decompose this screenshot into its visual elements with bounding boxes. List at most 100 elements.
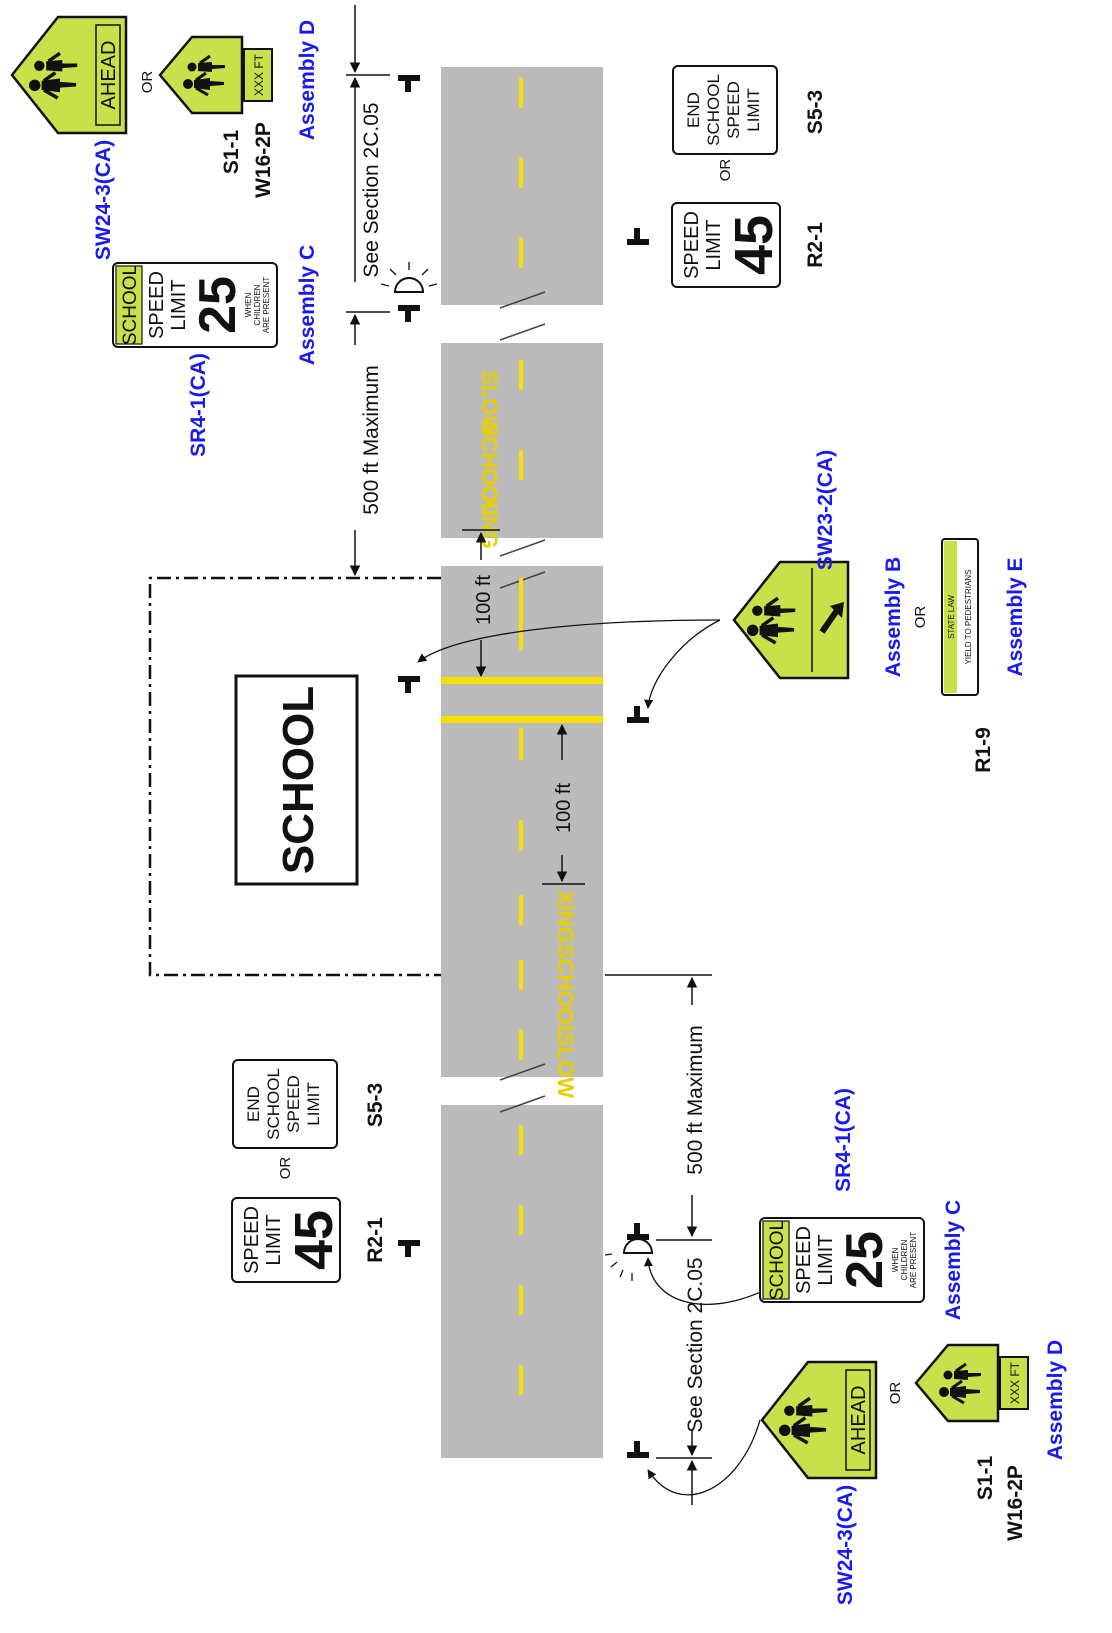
sign-r1-9: STATE LAW YIELD TO PEDESTRIANS [941,538,979,696]
label-sw24-3-upper: SW24-3(CA) [92,140,115,260]
dim-upper-see-section: See Section 2C.05 [360,102,383,277]
pavement-markings-lower: XING SCHOOL SLOW [553,890,578,1098]
label-or-4: OR [277,1157,294,1180]
label-w16-2p-lower: W16-2P [1004,1465,1027,1541]
sr4-1-upper-children: CHILDREN [253,284,262,325]
post-assembly-b-upper [398,676,420,693]
post-assembly-c-upper [398,305,420,322]
post-assembly-d-lower [627,1441,649,1458]
label-assembly-d-lower: Assembly D [1044,1340,1067,1460]
sign-sr4-1-lower: SCHOOL SPEED LIMIT 25 WHEN CHILDREN ARE … [759,1217,925,1303]
sr4-1-upper-are-present: ARE PRESENT [262,277,271,334]
dimension-lines [346,5,712,1505]
label-sw24-3-lower: SW24-3(CA) [834,1485,857,1605]
label-r2-1-lower: R2-1 [364,1217,387,1263]
sign-posts [398,75,649,1458]
s5-3-lower-end: END [244,1086,263,1122]
sign-s5-3-upper: END SCHOOL SPEED LIMIT [672,65,778,155]
label-or-5: OR [887,1382,904,1405]
sign-sr4-1-upper: SCHOOL SPEED LIMIT 25 WHEN CHILDREN ARE … [112,262,278,348]
r1-9-state-law: STATE LAW [947,595,956,639]
post-assembly-b-lower [627,706,649,723]
post-assembly-d-upper [398,75,420,92]
sr4-1-lower-are-present: ARE PRESENT [909,1232,918,1289]
pavement-markings-upper: SLOW SCHOOL XING [477,370,502,549]
sr4-1-lower-25: 25 [836,1231,894,1289]
sr4-1-upper-25: 25 [189,276,247,334]
pavement-word-xing-lower: XING [553,890,578,944]
leader-lines [417,619,766,1496]
sign-s1-1-lower [914,1343,1000,1423]
label-assembly-e: Assembly E [1004,557,1027,676]
label-s1-1-lower: S1-1 [974,1456,997,1501]
label-assembly-c-lower: Assembly C [942,1200,965,1320]
sign-s1-1-upper [158,35,244,115]
school-box-label: SCHOOL [274,686,323,874]
sign-xxx-ft-upper: XXX FT [252,53,266,96]
sr4-1-upper-school: SCHOOL [120,265,141,345]
r1-9-yield: YIELD TO PEDESTRIANS [964,570,973,665]
sr4-1-lower-children: CHILDREN [900,1239,909,1280]
school-box [234,674,359,886]
roadway [441,67,603,1458]
label-s1-1-upper: S1-1 [220,130,243,175]
sr4-1-upper-speed: SPEED [146,271,168,339]
s5-3-upper-speed: SPEED [724,81,743,139]
r2-1-upper-speed: SPEED [681,211,703,279]
crosswalk-line-upper [441,677,603,684]
sr4-1-upper-when: WHEN [244,293,253,318]
r2-1-upper-limit: LIMIT [703,219,725,270]
sign-r2-1-lower: SPEED LIMIT 45 [231,1197,344,1283]
label-s5-3-lower: S5-3 [364,1083,387,1127]
sr4-1-upper-limit: LIMIT [168,279,190,330]
r2-1-lower-limit: LIMIT [263,1214,285,1265]
sign-ahead-text-lower: AHEAD [848,1386,870,1455]
sign-ahead-text-upper: AHEAD [98,41,120,110]
label-sw23-2: SW23-2(CA) [814,450,837,570]
dim-crosswalk-upper: 100 ft [473,575,495,625]
s5-3-upper-school: SCHOOL [704,74,723,146]
label-r1-9: R1-9 [972,727,995,773]
crosswalk-line-lower [441,716,603,723]
sign-xxx-ft-lower: XXX FT [1008,1361,1022,1404]
dim-lower-500ft: 500 ft Maximum [684,1025,707,1174]
label-or-2: OR [717,159,734,182]
r2-1-lower-45: 45 [284,1210,344,1270]
label-sr4-1-upper: SR4-1(CA) [187,353,210,457]
label-or-1: OR [139,71,156,94]
road-break-3 [499,1063,546,1113]
sign-sw23-2 [732,560,850,680]
road-break-1 [499,291,546,341]
label-s5-3-upper: S5-3 [804,90,827,134]
sign-sw24-3-upper: AHEAD [10,15,128,135]
dim-upper-500ft: 500 ft Maximum [360,365,383,514]
sr4-1-lower-speed: SPEED [793,1226,815,1294]
sr4-1-lower-limit: LIMIT [815,1234,837,1285]
down-left-arrow-icon [819,602,844,634]
label-or-3: OR [912,606,929,629]
flashing-beacon-upper [380,262,438,293]
s5-3-upper-end: END [684,92,703,128]
sr4-1-lower-when: WHEN [891,1248,900,1273]
dim-lower-see-section: See Section 2C.05 [684,1257,707,1432]
label-assembly-b: Assembly B [882,557,905,677]
label-assembly-c-upper: Assembly C [296,245,319,365]
post-r2-1-lower-left [398,1240,420,1257]
dim-crosswalk-lower: 100 ft [553,783,575,833]
school-property-boundary [148,576,441,977]
pavement-word-slow-upper: SLOW [477,370,502,436]
pavement-word-slow-lower: SLOW [553,1032,578,1098]
label-assembly-d-upper: Assembly D [296,20,319,140]
s5-3-lower-speed: SPEED [284,1075,303,1133]
post-assembly-c-lower [627,1223,649,1240]
pavement-word-school-lower: SCHOOL [553,944,578,1038]
post-r2-1-upper-right [627,228,649,245]
road-segment-bottom [441,1105,603,1458]
sign-r2-1-upper: SPEED LIMIT 45 [671,202,784,288]
sign-sw24-3-lower: AHEAD [760,1360,878,1480]
s5-3-lower-school: SCHOOL [264,1068,283,1140]
sign-w16-2p-upper: XXX FT [243,48,273,102]
label-r2-1-upper: R2-1 [804,222,827,268]
